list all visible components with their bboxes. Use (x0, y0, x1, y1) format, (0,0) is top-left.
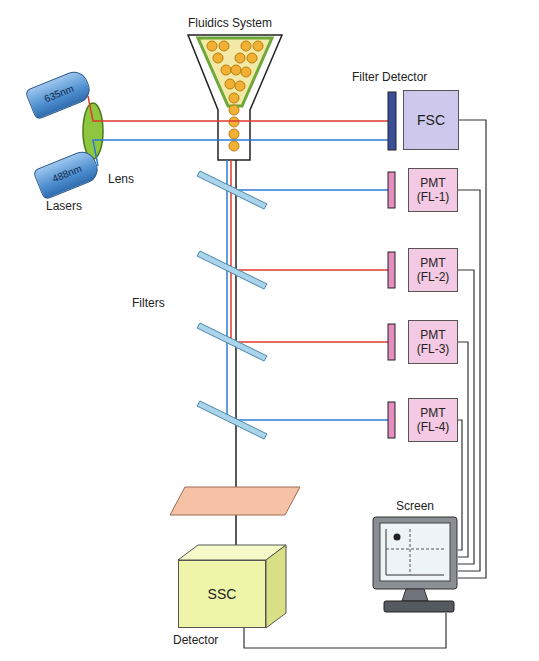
part-label: Lasers (46, 199, 82, 213)
fl4-path (232, 419, 388, 421)
laser: 635nm (24, 68, 93, 121)
node-label: SSC (208, 586, 237, 602)
signal-wire (458, 342, 468, 557)
blue-beam (93, 140, 388, 166)
pmt-box: PMT (FL-2) (408, 248, 458, 292)
detector-box: SSCDetector (178, 560, 266, 628)
monitor-drawing (372, 497, 458, 613)
part-label: Filters (132, 296, 165, 310)
nozzle (188, 35, 282, 160)
pmt-box: PMT (FL-4) (408, 398, 458, 442)
node-label: FSC (417, 112, 445, 128)
fsc-filter (388, 92, 396, 150)
node-label: PMT (FL-2) (412, 256, 454, 284)
ssc-side (266, 545, 286, 628)
node-label: PMT (FL-1) (412, 176, 454, 204)
signal-wire (458, 420, 462, 550)
signal-wire (458, 270, 474, 564)
fl3-path (232, 341, 388, 343)
part-label: Fluidics System (188, 16, 272, 30)
part-label: Lens (108, 172, 134, 186)
node-label: Screen (372, 497, 458, 513)
sheath-cone (198, 38, 272, 106)
fl1-path (232, 189, 388, 191)
fl2-path (232, 269, 388, 271)
lens (83, 103, 103, 159)
part-label: Filter Detector (352, 70, 427, 84)
signal-wire (458, 120, 486, 578)
signal-wire (244, 613, 446, 648)
particles (207, 41, 263, 151)
ssc-filter (170, 487, 300, 515)
node-label: PMT (FL-4) (412, 406, 454, 434)
red-beam (88, 96, 388, 121)
dichroic-mirrors (197, 171, 267, 439)
blue-path (226, 160, 228, 420)
node-label: PMT (FL-3) (412, 328, 454, 356)
node-label: 635nm (43, 83, 75, 105)
detector-box: FSC (403, 90, 459, 150)
signal-wire (458, 190, 480, 571)
laser: 488nm (32, 148, 101, 201)
pmt-box: PMT (FL-3) (408, 320, 458, 364)
pmt-filters (388, 172, 395, 438)
node-caption: Detector (173, 633, 218, 647)
node-label: 488nm (51, 163, 83, 185)
pmt-box: PMT (FL-1) (408, 168, 458, 212)
screen-monitor: Screen (372, 497, 458, 613)
